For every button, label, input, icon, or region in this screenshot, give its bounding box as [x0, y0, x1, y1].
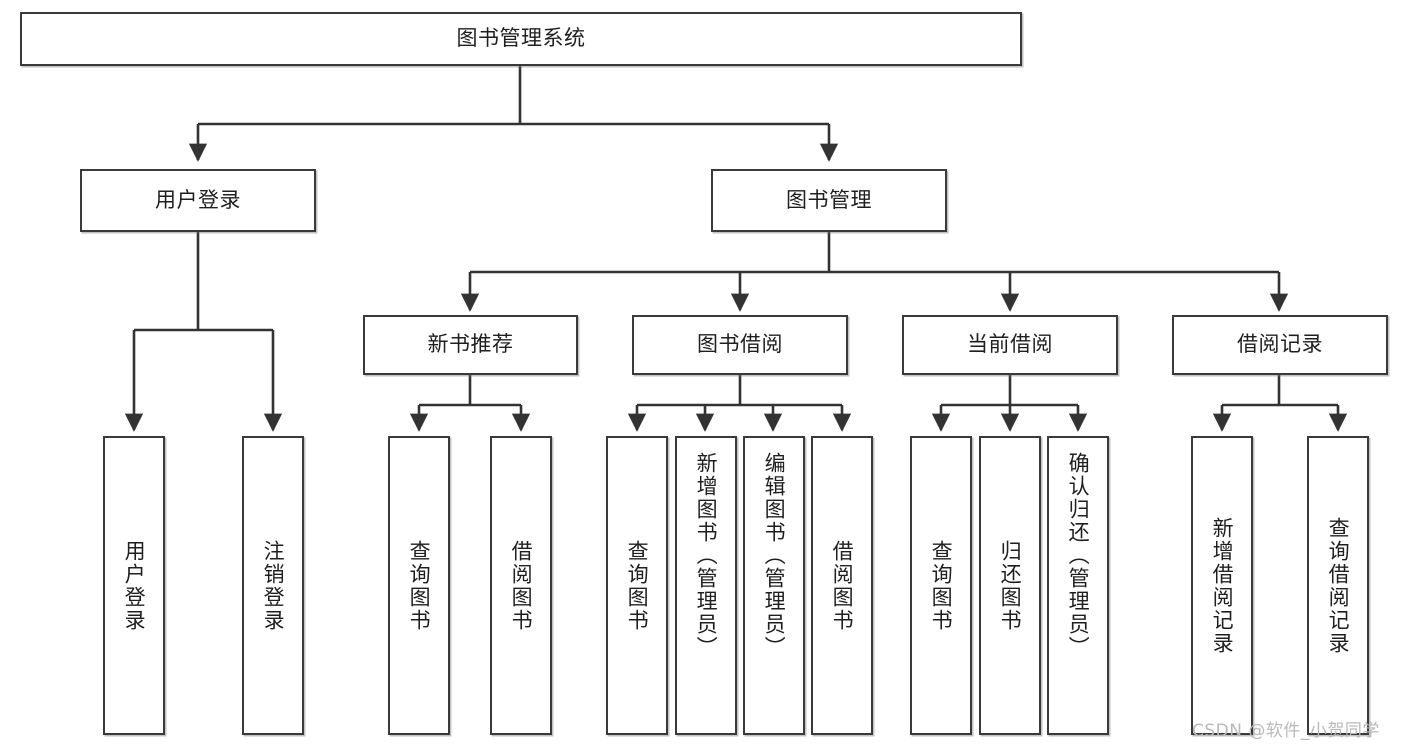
leaf-borrow-book-2-label: 借阅图书: [830, 539, 855, 632]
leaf-query-record[interactable]: 查询借阅记录: [1307, 436, 1369, 735]
node-root[interactable]: 图书管理系统: [20, 12, 1022, 66]
leaf-return-book[interactable]: 归还图书: [979, 436, 1041, 735]
node-root-label: 图书管理系统: [456, 26, 586, 51]
node-borrow-record[interactable]: 借阅记录: [1172, 315, 1388, 375]
node-user-login-label: 用户登录: [155, 187, 241, 212]
node-borrow-record-label: 借阅记录: [1237, 332, 1323, 357]
leaf-query-book-2-label: 查询图书: [625, 539, 650, 632]
leaf-user-login-label: 用户登录: [122, 539, 147, 632]
leaf-query-book-2[interactable]: 查询图书: [606, 436, 668, 735]
node-book-manage[interactable]: 图书管理: [711, 169, 947, 232]
leaf-borrow-book-1-label: 借阅图书: [509, 539, 534, 632]
leaf-add-record[interactable]: 新增借阅记录: [1191, 436, 1253, 735]
node-new-book-recommend-label: 新书推荐: [427, 332, 514, 357]
leaf-confirm-return[interactable]: 确认归还（管理员）: [1047, 436, 1109, 735]
leaf-query-record-label: 查询借阅记录: [1326, 516, 1351, 655]
leaf-borrow-book-1[interactable]: 借阅图书: [490, 436, 552, 735]
leaf-query-book-3-label: 查询图书: [929, 539, 954, 632]
csdn-watermark: CSDN @软件_小贺同学: [1192, 721, 1380, 741]
leaf-add-book-label: 新增图书（管理员）: [694, 452, 719, 659]
node-book-borrow-label: 图书借阅: [697, 332, 783, 357]
leaf-borrow-book-2[interactable]: 借阅图书: [811, 436, 873, 735]
leaf-query-book-1[interactable]: 查询图书: [388, 436, 450, 735]
leaf-confirm-return-label: 确认归还（管理员）: [1066, 452, 1091, 659]
leaf-user-login[interactable]: 用户登录: [103, 436, 165, 735]
leaf-return-book-label: 归还图书: [998, 539, 1023, 632]
leaf-logout-label: 注销登录: [261, 539, 286, 632]
leaf-logout[interactable]: 注销登录: [242, 436, 304, 735]
node-current-borrow-label: 当前借阅: [967, 332, 1053, 357]
leaf-query-book-3[interactable]: 查询图书: [910, 436, 972, 735]
leaf-edit-book-label: 编辑图书（管理员）: [762, 452, 787, 659]
leaf-add-record-label: 新增借阅记录: [1210, 516, 1235, 655]
node-book-manage-label: 图书管理: [786, 187, 872, 212]
node-book-borrow[interactable]: 图书借阅: [632, 315, 848, 375]
leaf-edit-book[interactable]: 编辑图书（管理员）: [743, 436, 805, 735]
node-user-login[interactable]: 用户登录: [80, 169, 316, 232]
node-current-borrow[interactable]: 当前借阅: [902, 315, 1118, 375]
leaf-add-book[interactable]: 新增图书（管理员）: [675, 436, 737, 735]
leaf-query-book-1-label: 查询图书: [407, 539, 432, 632]
node-new-book-recommend[interactable]: 新书推荐: [363, 315, 578, 375]
